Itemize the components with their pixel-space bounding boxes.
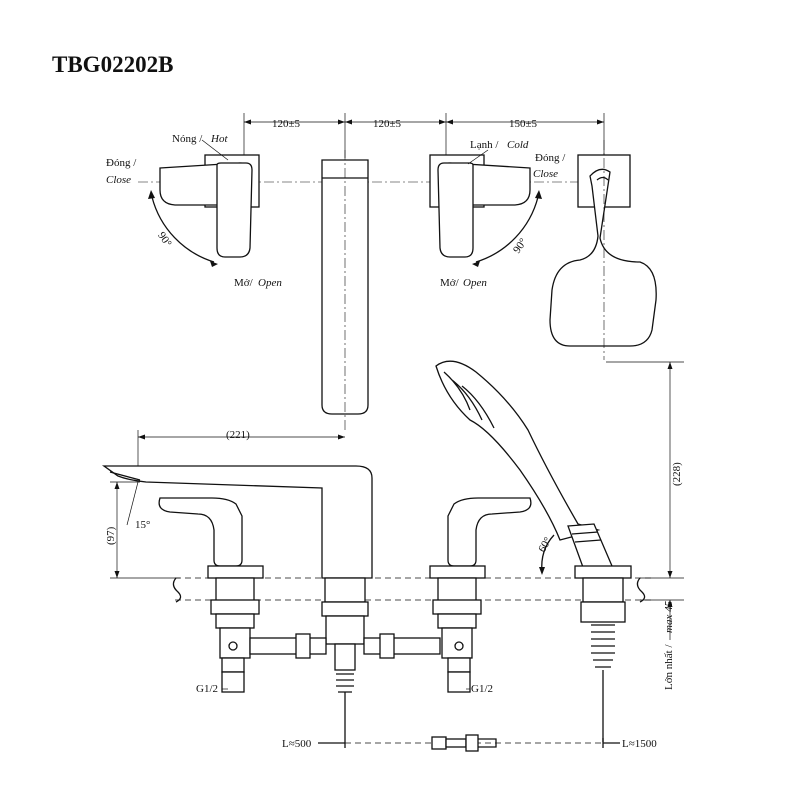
hot-open-vi: Mở/ [234, 277, 254, 289]
dim-hose-long: L≈1500 [622, 738, 657, 750]
dim-spacing-2: 120±5 [373, 118, 402, 130]
dim-handshower-height: (228) [671, 462, 683, 486]
dim-spacing-3: 150±5 [509, 118, 538, 130]
hose-length-dimension: L≈500 L≈1500 [282, 734, 657, 752]
under-deck-assembly [210, 599, 626, 742]
cold-label-en: Cold [507, 139, 529, 151]
handshower-height-dimension: (228) Lớn nhất / max 45 [606, 361, 684, 690]
deck-thickness-vi: Lớn nhất / [663, 644, 675, 690]
cold-open-en: Open [463, 277, 487, 289]
handshower-top [549, 140, 657, 360]
dim-spacing-1: 120±5 [272, 118, 301, 130]
spout-height-dimension: (97) 15° [105, 481, 180, 579]
cold-label-vi: Lạnh / [470, 139, 499, 151]
top-dimension-chain: 120±5 120±5 150±5 [243, 113, 605, 158]
cold-handle-top: 90° [429, 149, 542, 267]
cold-open-vi: Mở/ [440, 277, 460, 289]
spout-front [101, 465, 373, 603]
hot-close-vi: Đóng / [106, 157, 137, 169]
front-view: (221) (97) 15° [101, 360, 684, 752]
spout-top [321, 150, 369, 430]
top-view: 120±5 120±5 150±5 90° Nóng / Hot Đóng / … [106, 113, 657, 430]
cold-handle-front [429, 497, 532, 603]
spout-angle: 15° [135, 519, 150, 531]
hot-label-vi: Nóng / [172, 133, 203, 145]
model-title: TBG02202B [52, 52, 173, 77]
hot-label-en: Hot [210, 133, 228, 145]
hot-close-en: Close [106, 174, 131, 186]
hot-thread-label: G1/2 [196, 683, 218, 695]
dim-spout-height: (97) [105, 526, 117, 545]
hot-handle-top: 90° [148, 139, 260, 267]
dim-hose-short: L≈500 [282, 738, 312, 750]
spout-reach-dimension: (221) [137, 429, 345, 470]
cold-close-en: Close [533, 168, 558, 180]
hot-handle-front [158, 497, 264, 603]
cold-thread-label: G1/2 [471, 683, 493, 695]
dim-spout-reach: (221) [226, 429, 250, 441]
cold-close-vi: Đóng / [535, 152, 566, 164]
deck-thickness-en: max 45 [663, 600, 675, 633]
hot-open-en: Open [258, 277, 282, 289]
